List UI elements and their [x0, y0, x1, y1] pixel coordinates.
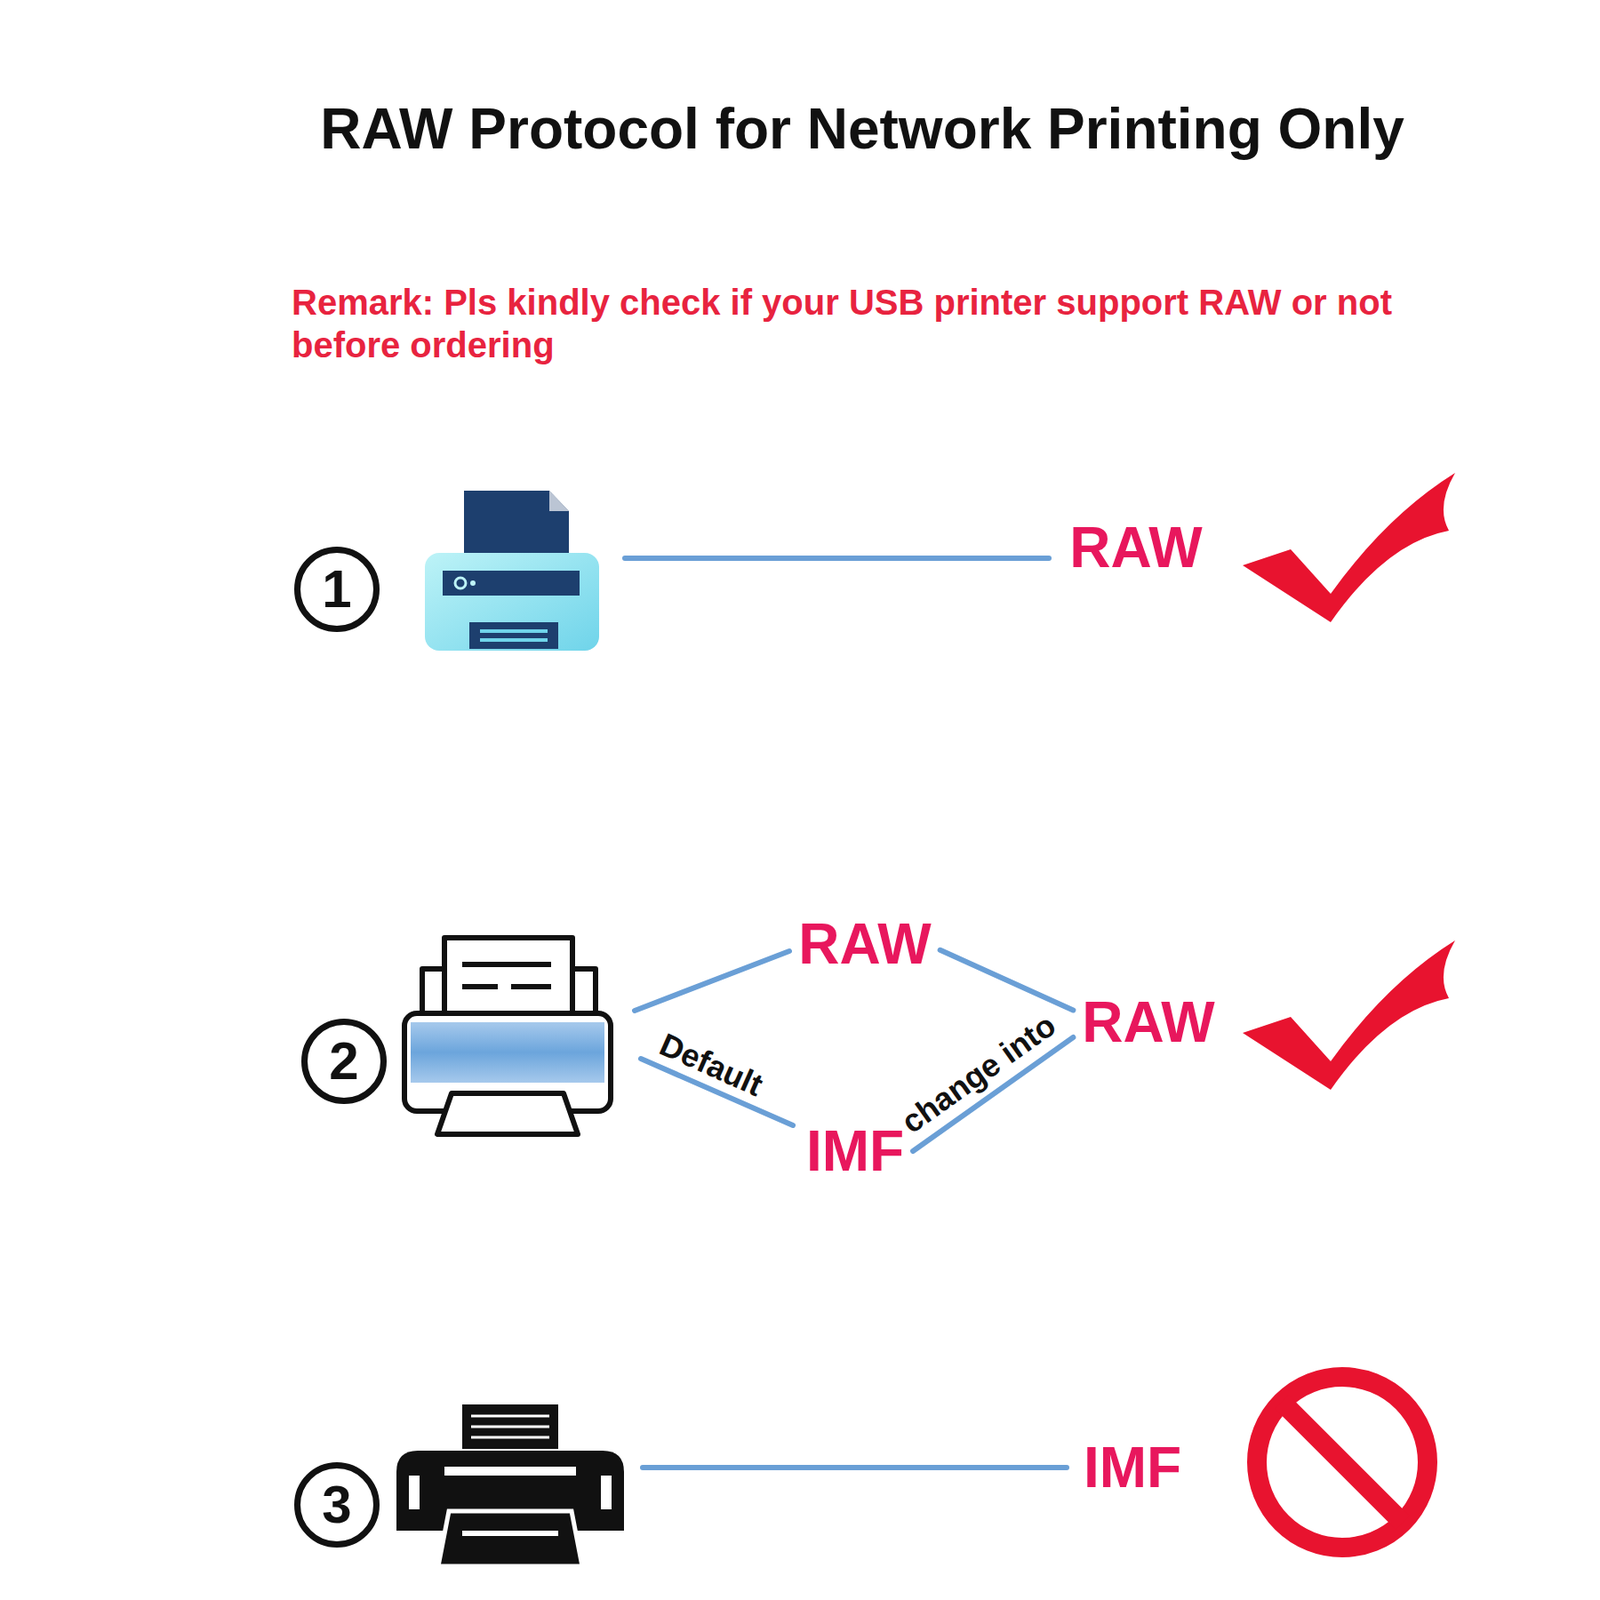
printer-icon: [396, 1404, 624, 1567]
protocol-label: IMF: [802, 1120, 908, 1182]
check-mark: [1242, 940, 1456, 1090]
callout-circle: 3: [294, 1462, 380, 1548]
edge-label: change into: [896, 1008, 1062, 1139]
connector: [940, 950, 1074, 1011]
prohibition-sign: [1256, 1376, 1428, 1548]
callout-circle: 2: [301, 1018, 387, 1104]
callout-number: 3: [321, 1478, 352, 1532]
title: RAW Protocol for Network Printing Only: [320, 96, 1405, 162]
protocol-name: IMF: [802, 1120, 908, 1182]
protocol-label: IMF: [1080, 1437, 1185, 1498]
callout-number: 2: [328, 1034, 359, 1088]
printer-icon: [404, 937, 611, 1135]
remark-note: Remark: Pls kindly check if your USB pri…: [291, 280, 1474, 367]
protocol-label: RAW: [1078, 992, 1218, 1053]
protocol-name: IMF: [1080, 1437, 1185, 1498]
protocol-label: RAW: [794, 913, 935, 975]
callout-number: 1: [321, 562, 352, 616]
protocol-name: RAW: [794, 913, 935, 975]
callout-circle: 1: [294, 546, 380, 632]
printer-icon: [424, 490, 600, 651]
protocol-name: RAW: [1065, 517, 1206, 578]
wire: [624, 558, 1067, 1468]
protocol-name: RAW: [1078, 992, 1218, 1053]
check-mark: [1242, 472, 1456, 623]
protocol-label: RAW: [1065, 517, 1206, 578]
